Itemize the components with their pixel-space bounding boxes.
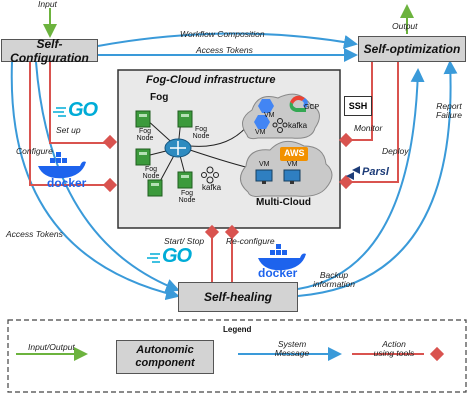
docker-logo-left: docker	[47, 176, 87, 190]
go-logo-top: GO	[68, 99, 98, 121]
start-stop-label: Start/ Stop	[164, 236, 205, 246]
workflow-composition-arrow	[97, 32, 358, 49]
backup-information-label: Backup information	[312, 270, 356, 290]
go-logo-icon-bottom	[147, 253, 160, 263]
aws-badge	[280, 147, 308, 161]
gcp-label: GCP	[304, 104, 320, 111]
gcp-vm-icon	[258, 99, 274, 113]
input-label: Input	[38, 0, 57, 9]
gcp-vm-label-1: VM	[264, 112, 275, 119]
legend-action-diamond	[429, 346, 445, 362]
configure-action-diamond	[102, 177, 118, 193]
fog-node-label-1: Fog Node	[136, 128, 154, 143]
kafka-label-fog: kafka	[202, 183, 222, 192]
legend-system-message-label: System Message	[274, 339, 310, 359]
fog-node-icon-5	[177, 171, 193, 189]
fog-node-label-3: Fog Node	[142, 166, 160, 181]
gcp-vm-label-2: VM	[255, 129, 266, 136]
monitor-action-line	[350, 62, 373, 141]
deploy-action-diamond	[338, 174, 354, 190]
fog-node-label-4: Fog Node	[178, 190, 196, 205]
access-tokens-top-label: Access Tokens	[196, 45, 253, 55]
configure-label: Configure	[16, 146, 53, 156]
fog-node-icon-2	[177, 110, 193, 128]
output-label: Output	[392, 21, 418, 31]
parsl-logo: Parsl	[362, 166, 389, 178]
kafka-icon-fog	[201, 166, 219, 184]
self-healing-box: Self-healing	[178, 282, 298, 312]
aws-vm-icon-2	[283, 169, 301, 184]
legend-title: Legend	[223, 325, 252, 334]
self-optimization-box: Self-optimization	[358, 36, 466, 62]
monitor-action-diamond	[338, 132, 354, 148]
legend-box	[7, 319, 467, 393]
fog-node-icon-1	[135, 110, 151, 128]
deploy-label: Deploy	[382, 146, 409, 156]
setup-action-diamond	[102, 134, 118, 150]
infrastructure-title: Fog-Cloud infrastructure	[146, 74, 276, 86]
aws-vm-label-2: VM	[287, 161, 298, 168]
access-tokens-left-label: Access Tokens	[6, 229, 63, 239]
workflow-composition-label: Workflow Composition	[180, 29, 265, 39]
ssh-logo: SSH	[344, 96, 372, 116]
aws-label: AWS	[284, 148, 305, 158]
report-failure-label: Report Failure	[436, 101, 462, 121]
docker-whale-icon-bottom	[258, 244, 306, 271]
legend-autonomic-component-box: Autonomic component	[116, 340, 214, 374]
access-tokens-left-arrow	[10, 61, 180, 301]
gcp-vm-icon-2	[254, 115, 270, 129]
kafka-label-cloud: kafka	[288, 121, 308, 130]
docker-whale-icon-left	[38, 152, 86, 179]
kafka-icon-cloud	[272, 118, 288, 133]
parsl-icon	[346, 166, 360, 180]
legend-input-output-label: Input/Output	[28, 342, 75, 352]
legend-action-label: Action using tools	[373, 339, 415, 359]
aws-vm-icon-1	[255, 169, 273, 184]
configure-action-line	[29, 62, 107, 186]
backup-information-arrow	[297, 68, 425, 290]
docker-logo-bottom: docker	[258, 266, 298, 280]
set-up-label: Set up	[56, 125, 81, 135]
setup-action-line	[49, 62, 107, 144]
aws-vm-label-1: VM	[259, 161, 270, 168]
fog-label: Fog	[150, 92, 169, 103]
fog-node-icon-4	[147, 179, 163, 197]
start-stop-action-diamond	[204, 224, 220, 240]
fog-node-icon-3	[135, 148, 151, 166]
config-to-healing-arrow	[35, 61, 180, 293]
go-logo-bottom: GO	[162, 245, 192, 267]
re-configure-label: Re-configure	[226, 236, 275, 246]
monitor-label: Monitor	[354, 123, 383, 133]
multi-cloud-label: Multi-Cloud	[256, 197, 311, 208]
reconfigure-action-diamond	[224, 224, 240, 240]
go-logo-icon-top	[53, 107, 66, 117]
fog-node-label-2: Fog Node	[192, 126, 210, 141]
gcp-logo-icon	[290, 95, 305, 104]
self-configuration-box: Self-Configuration	[1, 37, 98, 65]
report-failure-arrow	[297, 60, 458, 297]
deploy-action-line	[350, 62, 399, 183]
